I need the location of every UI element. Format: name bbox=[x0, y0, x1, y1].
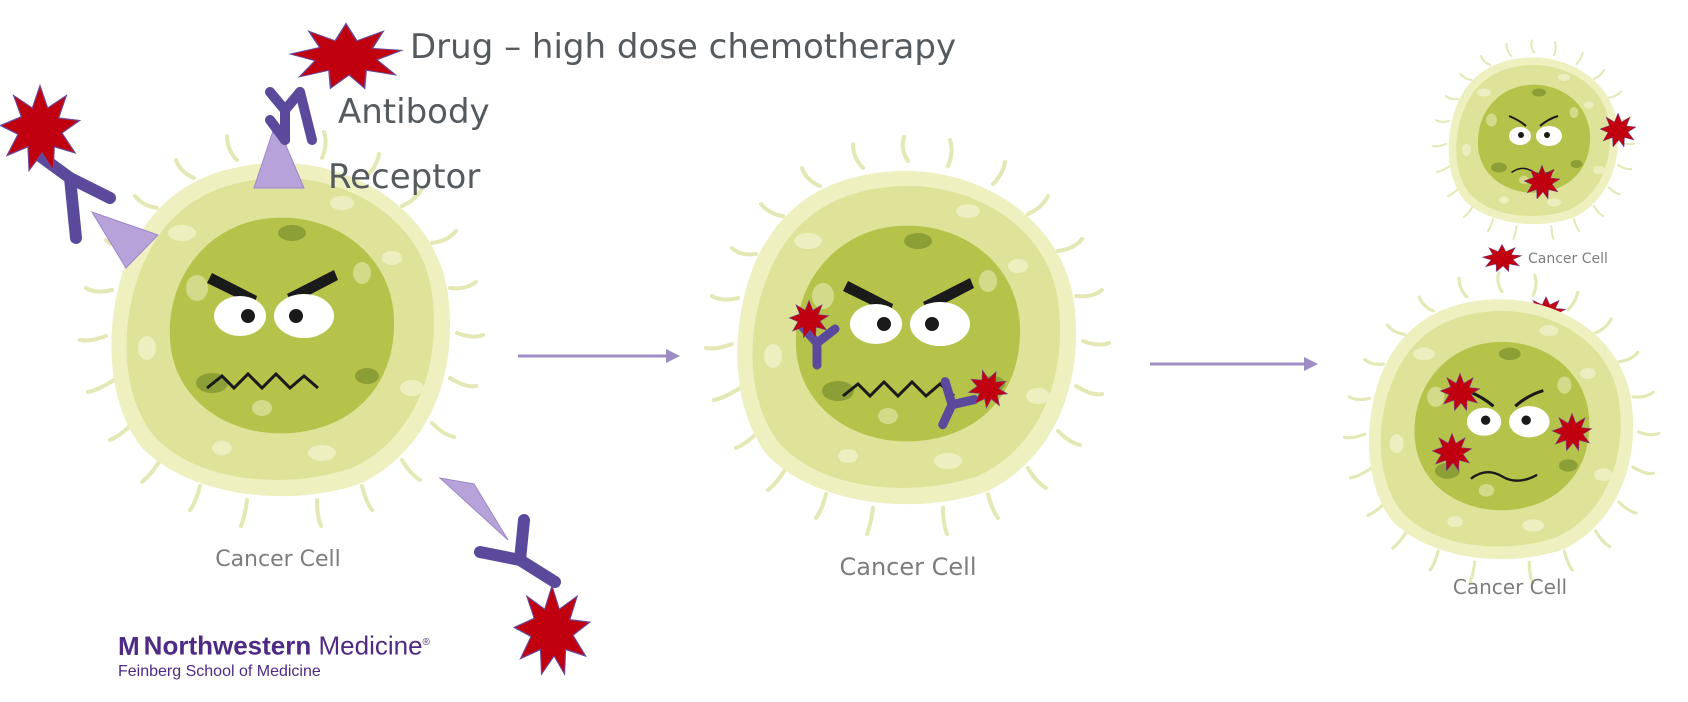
cancer-cell-middle-caption: Cancer Cell bbox=[840, 553, 977, 581]
logo-suffix: Medicine bbox=[318, 630, 423, 661]
antibody-label: Antibody bbox=[338, 92, 490, 132]
antibody-icon bbox=[265, 87, 305, 145]
drug-icon-right-top-caption bbox=[1481, 244, 1523, 272]
logo-name: Northwestern bbox=[143, 630, 312, 661]
cancer-cell-right-bottom-caption: Cancer Cell bbox=[1453, 575, 1567, 599]
cancer-cell-right-top-caption: Cancer Cell bbox=[1528, 251, 1608, 267]
receptor-icon bbox=[253, 120, 305, 189]
logo-registered: ® bbox=[422, 637, 430, 648]
logo-school: Feinberg School of Medicine bbox=[118, 662, 321, 680]
arrow-right-2 bbox=[1150, 357, 1318, 371]
logo-mark: M bbox=[118, 630, 140, 661]
drug-icon-lower-right bbox=[513, 585, 591, 675]
antibody-icon-upper-left bbox=[34, 150, 116, 244]
arrow-right-1 bbox=[518, 349, 680, 363]
receptor-label: Receptor bbox=[328, 157, 480, 197]
drug-label: Drug – high dose chemotherapy bbox=[410, 27, 956, 67]
receptor-icon-lower-right bbox=[438, 477, 509, 541]
antibody-icon-stem bbox=[265, 87, 317, 145]
cancer-cell-left-caption: Cancer Cell bbox=[215, 547, 341, 572]
cancer-cell-right-bottom bbox=[1344, 273, 1658, 583]
antibody-icon-lower-right bbox=[474, 514, 561, 588]
receptor-icon-upper-left bbox=[90, 211, 159, 269]
cancer-cell-middle bbox=[706, 137, 1109, 534]
drug-icon bbox=[289, 22, 403, 90]
